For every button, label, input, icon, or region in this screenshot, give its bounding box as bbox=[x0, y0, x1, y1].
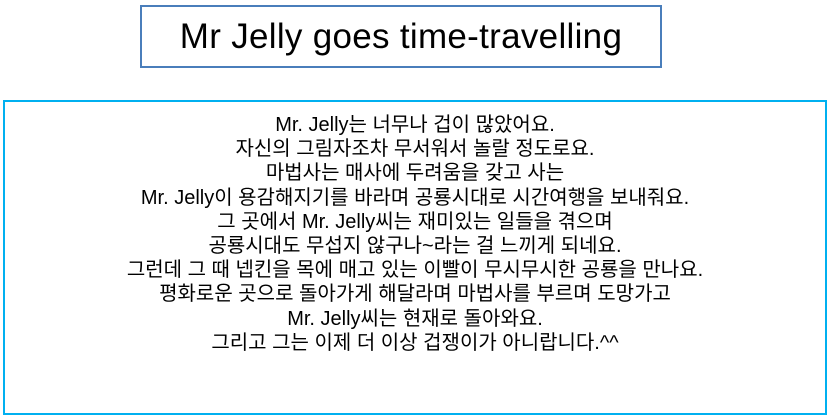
page-title: Mr Jelly goes time-travelling bbox=[179, 16, 623, 56]
story-line: 그리고 그는 이제 더 이상 겁쟁이가 아니랍니다.^^ bbox=[211, 331, 619, 354]
story-line: 그런데 그 때 넵킨을 목에 매고 있는 이빨이 무시무시한 공룡을 만나요. bbox=[126, 259, 704, 282]
story-line: Mr. Jelly씨는 현재로 돌아와요. bbox=[287, 307, 543, 330]
story-line: 공룡시대도 무섭지 않구나~라는 걸 느끼게 되네요. bbox=[208, 235, 622, 258]
story-line: 자신의 그림자조차 무서워서 놀랄 정도로요. bbox=[235, 138, 595, 161]
story-text-box: Mr. Jelly는 너무나 겁이 많았어요. 자신의 그림자조차 무서워서 놀… bbox=[3, 100, 827, 415]
story-line: 평화로운 곳으로 돌아가게 해달라며 마법사를 부르며 도망가고 bbox=[159, 283, 671, 306]
story-line: Mr. Jelly이 용감해지기를 바라며 공룡시대로 시간여행을 보내줘요. bbox=[140, 186, 690, 209]
title-box: Mr Jelly goes time-travelling bbox=[140, 5, 662, 68]
story-line: 그 곳에서 Mr. Jelly씨는 재미있는 일들을 겪으며 bbox=[217, 210, 613, 233]
story-line: Mr. Jelly는 너무나 겁이 많았어요. bbox=[275, 114, 555, 136]
story-line: 마법사는 매사에 두려움을 갖고 사는 bbox=[265, 162, 565, 185]
